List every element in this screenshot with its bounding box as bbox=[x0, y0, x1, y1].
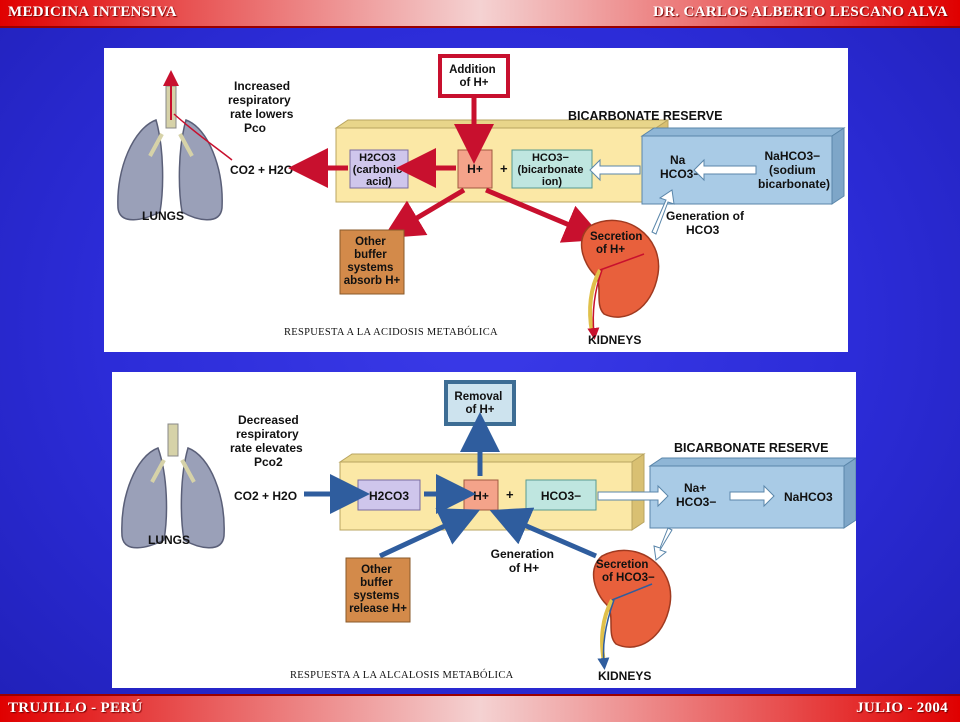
reserve-inner-arrow bbox=[693, 158, 757, 182]
hco3-to-reserve-arrow bbox=[597, 484, 669, 508]
hco3-box bbox=[525, 479, 597, 511]
hco3-box bbox=[511, 149, 593, 189]
generation-label: Generation of H+ bbox=[491, 547, 558, 575]
addition-box bbox=[438, 54, 510, 98]
alkalosis-caption: RESPUESTA A LA ALCALOSIS METABÓLICA bbox=[290, 669, 514, 681]
other-buffer-arrow bbox=[378, 508, 481, 559]
lungs-illustration bbox=[117, 85, 223, 221]
acidosis-panel: Increased respiratory rate lowers Pco CO… bbox=[104, 48, 848, 352]
reserve-to-hco3-arrow bbox=[589, 158, 641, 182]
kidney-illustration bbox=[592, 549, 672, 648]
addition-label: Addition of H+ bbox=[449, 64, 499, 89]
nahco3-label: NaHCO3 bbox=[784, 490, 833, 504]
nahco3-label: NaHCO3− (sodium bicarbonate) bbox=[758, 149, 830, 191]
to-kidney-arrow bbox=[653, 527, 673, 561]
kidney-illustration bbox=[580, 219, 660, 318]
header-right: DR. CARLOS ALBERTO LESCANO ALVA bbox=[653, 4, 948, 20]
lungs-label: LUNGS bbox=[142, 209, 184, 223]
header-left: MEDICINA INTENSIVA bbox=[8, 4, 177, 20]
lungs-illustration bbox=[121, 423, 225, 549]
kidneys-label: KIDNEYS bbox=[598, 669, 651, 683]
acidosis-caption: RESPUESTA A LA ACIDOSIS METABÓLICA bbox=[284, 326, 498, 338]
kidneys-label: KIDNEYS bbox=[588, 333, 641, 347]
footer-band: TRUJILLO - PERÚ JULIO - 2004 bbox=[0, 694, 960, 722]
reserve-inner-arrow bbox=[729, 484, 775, 508]
plus-sign: + bbox=[500, 161, 508, 176]
hco3-label: HCO3− bbox=[541, 489, 581, 503]
footer-left: TRUJILLO - PERÚ bbox=[8, 700, 143, 716]
secretion-label: Secretion of HCO3− bbox=[596, 559, 655, 584]
other-buffer-label: Other buffer systems release H+ bbox=[349, 564, 407, 615]
footer-right: JULIO - 2004 bbox=[856, 700, 948, 716]
reserve-title: BICARBONATE RESERVE bbox=[568, 109, 722, 123]
alkalosis-panel: Decreased respiratory rate elevates Pco2… bbox=[112, 372, 856, 688]
h2co3-label: H2CO3 (carbonic acid) bbox=[353, 152, 406, 188]
generation-arrow bbox=[651, 189, 675, 235]
secretion-label: Secretion of H+ bbox=[590, 231, 646, 256]
generation-label: Generation of HCO3 bbox=[666, 209, 747, 237]
header-band: MEDICINA INTENSIVA DR. CARLOS ALBERTO LE… bbox=[0, 0, 960, 28]
to-kidney-arrow bbox=[485, 187, 605, 243]
hco3-label: HCO3− (bicarbonate ion) bbox=[517, 152, 586, 188]
other-buffer-box bbox=[345, 557, 411, 623]
h-plus-label: H+ bbox=[467, 162, 483, 176]
plus-sign: + bbox=[506, 487, 514, 502]
h-plus-label: H+ bbox=[473, 489, 489, 503]
co2-h2o-label: CO2 + H2O bbox=[234, 489, 297, 503]
lungs-label: LUNGS bbox=[148, 533, 190, 547]
respiratory-label: Decreased respiratory rate elevates Pco2 bbox=[230, 413, 306, 469]
co2-h2o-label: CO2 + H2O bbox=[230, 163, 293, 177]
alkalosis-diagram: Decreased respiratory rate elevates Pco2… bbox=[121, 380, 856, 683]
acidosis-diagram: Increased respiratory rate lowers Pco CO… bbox=[117, 54, 846, 347]
respiratory-label: Increased respiratory rate lowers Pco bbox=[228, 79, 297, 135]
reserve-title: BICARBONATE RESERVE bbox=[674, 441, 828, 455]
h2co3-label: H2CO3 bbox=[369, 489, 409, 503]
na-hco3-label: Na HCO3− bbox=[660, 153, 700, 181]
to-other-buffer-arrow bbox=[382, 187, 466, 239]
generation-arrow bbox=[489, 507, 597, 559]
na-hco3-label: Na+ HCO3− bbox=[676, 481, 716, 509]
other-buffer-box bbox=[339, 229, 405, 295]
removal-box bbox=[444, 380, 516, 426]
other-buffer-label: Other buffer systems absorb H+ bbox=[344, 236, 401, 287]
